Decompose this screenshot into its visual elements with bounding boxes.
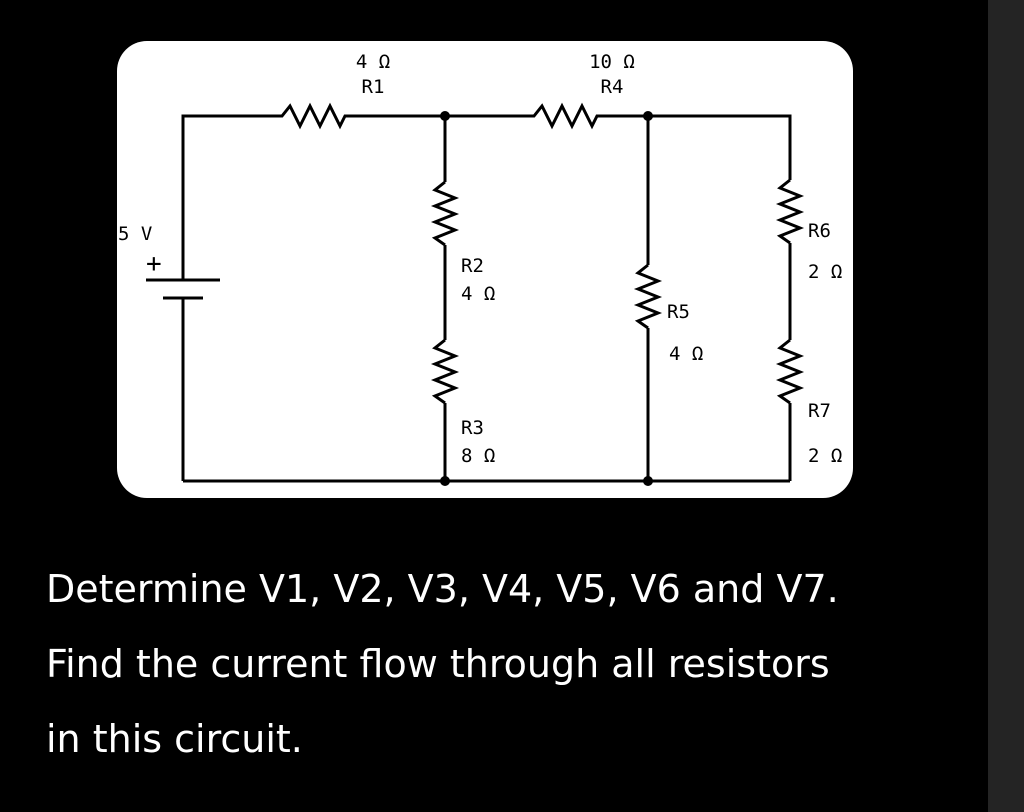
r6-value-label: 2 Ω (808, 261, 842, 283)
r7-value-label: 2 Ω (808, 445, 842, 467)
r3-id-label: R3 (461, 417, 484, 439)
resistor-r3 (430, 338, 460, 405)
resistor-r2 (430, 180, 460, 247)
r4-value-label: 10 Ω (589, 51, 635, 73)
r2-id-label: R2 (461, 255, 484, 277)
source-plus-label: + (146, 249, 162, 279)
resistor-r4 (516, 102, 613, 130)
source-voltage-label: 5 V (118, 223, 152, 245)
resistor-r1 (262, 102, 357, 130)
resistor-r5 (633, 263, 663, 330)
question-text: Determine V1, V2, V3, V4, V5, V6 and V7.… (46, 552, 946, 777)
r5-id-label: R5 (667, 301, 690, 323)
question-line-1: Determine V1, V2, V3, V4, V5, V6 and V7. (46, 567, 839, 611)
junction-node-top-r5 (643, 111, 653, 121)
r4-id-label: R4 (601, 76, 624, 98)
r2-value-label: 4 Ω (461, 283, 495, 305)
r3-value-label: 8 Ω (461, 445, 495, 467)
wire-top-right (648, 114, 792, 180)
scrollbar[interactable] (988, 0, 1024, 812)
r5-value-label: 4 Ω (669, 343, 703, 365)
resistor-r7 (775, 338, 805, 405)
junction-node-bottom-r5 (643, 476, 653, 486)
r1-id-label: R1 (362, 76, 385, 98)
question-line-2: Find the current flow through all resist… (46, 642, 830, 686)
r6-id-label: R6 (808, 220, 831, 242)
junction-node-top-r2 (440, 111, 450, 121)
r7-id-label: R7 (808, 400, 831, 422)
question-line-3: in this circuit. (46, 717, 303, 761)
wire-top-left (181, 114, 262, 280)
junction-node-bottom-r3 (440, 476, 450, 486)
r1-value-label: 4 Ω (356, 51, 390, 73)
resistor-r6 (775, 178, 805, 245)
